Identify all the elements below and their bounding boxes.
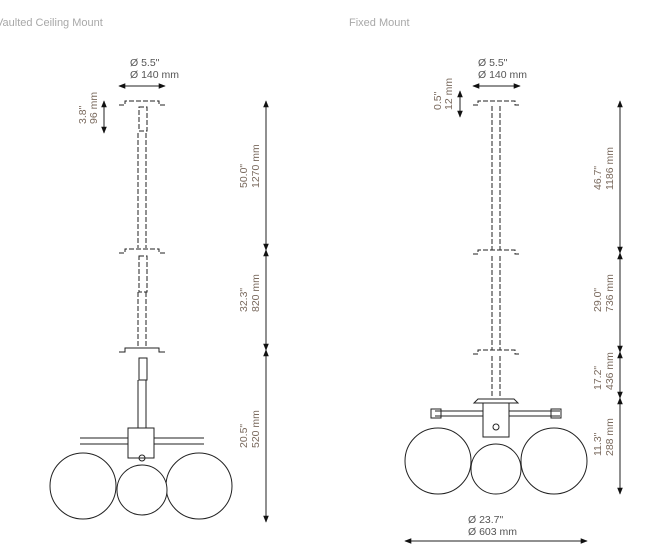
dim-2-in: 32.3" (238, 288, 250, 312)
canopy-diameter-mm: Ø 140 mm (130, 69, 179, 81)
dim-2-mm: 736 mm (604, 274, 616, 312)
canopy-height-in: 0.5" (432, 91, 444, 110)
dim-3-in: 20.5" (238, 424, 250, 448)
dim-1-mm: 1270 mm (250, 144, 262, 188)
canopy-height-in: 3.8" (77, 105, 89, 124)
canopy-diameter-in: Ø 5.5" (478, 57, 508, 69)
dim-1-in: 50.0" (238, 164, 250, 188)
canopy-height-mm: 96 mm (88, 92, 100, 124)
dim-3-mm: 436 mm (604, 352, 616, 390)
fixed-fixture: Ø 5.5" Ø 140 mm 0.5" 12 mm 46.7" 1186 mm… (404, 57, 623, 544)
dim-2-in: 29.0" (592, 288, 604, 312)
dim-3-mm: 520 mm (250, 410, 262, 448)
vaulted-fixture: Ø 5.5" Ø 140 mm 3.8" 96 mm 50.0" 1270 mm… (49, 57, 269, 523)
dim-4-mm: 288 mm (604, 418, 616, 456)
dim-4-in: 11.3" (592, 432, 604, 456)
overall-diameter-mm: Ø 603 mm (468, 526, 517, 538)
canopy-diameter-mm: Ø 140 mm (478, 69, 527, 81)
dim-3-in: 17.2" (592, 366, 604, 390)
dim-1-mm: 1186 mm (604, 147, 616, 190)
view-title-fixed: Fixed Mount (349, 17, 410, 29)
view-title-vaulted: Vaulted Ceiling Mount (0, 17, 103, 29)
overall-diameter-in: Ø 23.7" (468, 514, 504, 526)
canopy-diameter-in: Ø 5.5" (130, 57, 160, 69)
canopy-height-mm: 12 mm (443, 78, 455, 110)
dim-1-in: 46.7" (592, 166, 604, 190)
dim-2-mm: 820 mm (250, 274, 262, 312)
